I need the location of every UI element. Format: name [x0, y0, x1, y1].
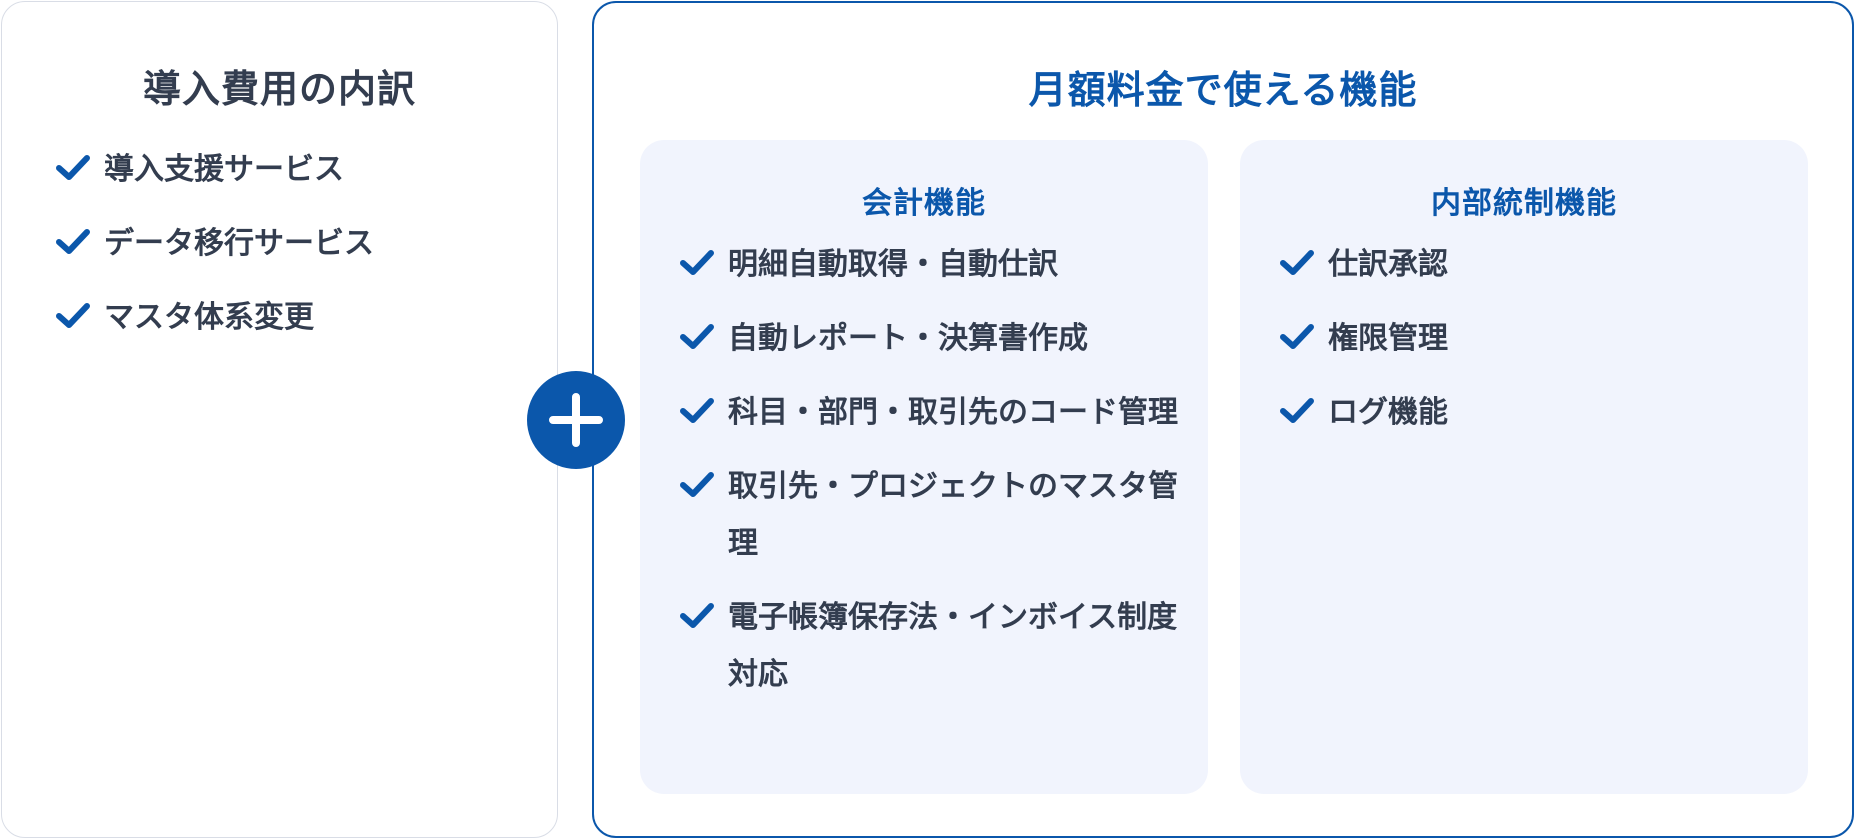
- internal-control-panel: 内部統制機能 仕訳承認 権限管理 ログ機能: [1240, 140, 1808, 794]
- check-icon: [1280, 398, 1314, 423]
- list-item-label: 導入支援サービス: [104, 152, 344, 187]
- monthly-features-title: 月額料金で使える機能: [1028, 68, 1418, 112]
- check-icon: [680, 472, 714, 497]
- list-item-label: 明細自動取得・自動仕訳: [728, 247, 1058, 282]
- list-item: ログ機能: [1278, 384, 1778, 441]
- list-item: 科目・部門・取引先のコード管理: [678, 384, 1178, 441]
- list-item-label: データ移行サービス: [104, 226, 374, 261]
- internal-control-title: 内部統制機能: [1431, 186, 1617, 221]
- accounting-features-list: 明細自動取得・自動仕訳 自動レポート・決算書作成 科目・部門・取引先のコード管理…: [678, 236, 1178, 720]
- list-item: 取引先・プロジェクトのマスタ管理: [678, 458, 1178, 572]
- internal-control-list: 仕訳承認 権限管理 ログ機能: [1278, 236, 1778, 458]
- list-item-label: 電子帳簿保存法・インボイス制度対応: [728, 600, 1178, 692]
- list-item: 導入支援サービス: [54, 141, 534, 198]
- list-item: 権限管理: [1278, 310, 1778, 367]
- list-item-label: 取引先・プロジェクトのマスタ管理: [728, 469, 1178, 561]
- check-icon: [680, 324, 714, 349]
- list-item-label: 権限管理: [1328, 321, 1448, 356]
- list-item-label: ログ機能: [1328, 395, 1448, 430]
- list-item: データ移行サービス: [54, 215, 534, 272]
- list-item-label: マスタ体系変更: [104, 300, 314, 335]
- check-icon: [680, 398, 714, 423]
- check-icon: [680, 250, 714, 275]
- check-icon: [56, 303, 90, 328]
- plus-badge: [527, 371, 625, 469]
- list-item: 仕訳承認: [1278, 236, 1778, 293]
- list-item-label: 仕訳承認: [1328, 247, 1448, 282]
- setup-cost-card: 導入費用の内訳 導入支援サービス データ移行サービス マスタ体系変更: [1, 1, 558, 838]
- accounting-features-panel: 会計機能 明細自動取得・自動仕訳 自動レポート・決算書作成 科目・部門・取引先の…: [640, 140, 1208, 794]
- accounting-features-title: 会計機能: [862, 186, 986, 221]
- list-item-label: 自動レポート・決算書作成: [728, 321, 1088, 356]
- check-icon: [1280, 250, 1314, 275]
- list-item: 電子帳簿保存法・インボイス制度対応: [678, 589, 1178, 703]
- list-item: マスタ体系変更: [54, 289, 534, 346]
- check-icon: [56, 155, 90, 180]
- plus-icon: [549, 393, 603, 447]
- check-icon: [1280, 324, 1314, 349]
- list-item-label: 科目・部門・取引先のコード管理: [728, 395, 1178, 430]
- list-item: 自動レポート・決算書作成: [678, 310, 1178, 367]
- setup-cost-list: 導入支援サービス データ移行サービス マスタ体系変更: [54, 141, 534, 363]
- monthly-features-card: 月額料金で使える機能 会計機能 明細自動取得・自動仕訳 自動レポート・決算書作成…: [592, 1, 1854, 838]
- list-item: 明細自動取得・自動仕訳: [678, 236, 1178, 293]
- check-icon: [56, 229, 90, 254]
- setup-cost-title: 導入費用の内訳: [142, 67, 416, 111]
- check-icon: [680, 603, 714, 628]
